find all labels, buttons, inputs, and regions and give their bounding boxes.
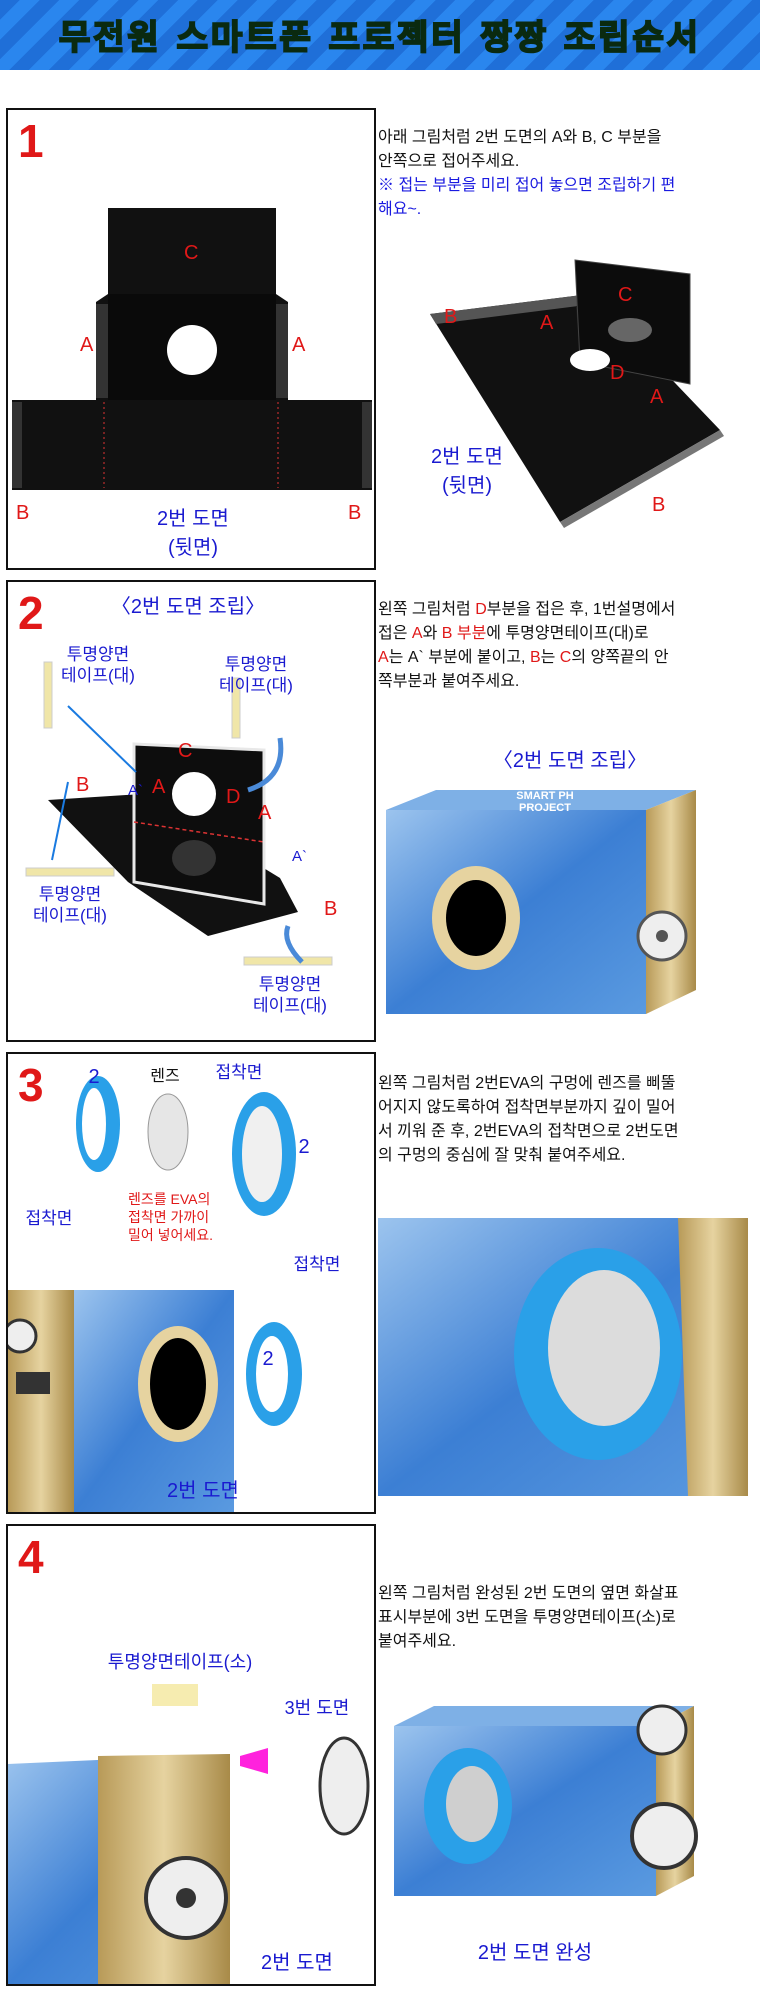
step3-red-note: 렌즈를 EVA의 접착면 가까이 밀어 넣어세요. [128,1191,214,1243]
step4-caption-right: 2번 도면 완성 [477,1942,593,1964]
step4-instructions: 왼쪽 그림처럼 완성된 2번 도면의 옆면 화살표 표시부분에 3번 도면을 투… [378,1585,679,1650]
step4-panel: 4 투명양면테이프(소) 3번 도면 2번 도면 [6,1524,376,1986]
step1-label-b-left: B [16,502,30,524]
step2-label-a-right: A [258,802,272,824]
step2-tape-label-top-left: 투명양면 테이프(대) [61,645,135,685]
step3-lens-diagram [8,1076,302,1512]
step1-caption-left: 2번 도면 (뒷면) [157,508,229,559]
step1-flat-diagram [12,208,372,490]
step2-box-caption: 〈2번 도면 조립〉 [492,750,648,772]
step2-label-d: D [226,786,241,808]
step1-folded-label-a2: A [650,386,664,408]
step1-folded-label-c: C [618,284,633,306]
step2-tape-label-top-right: 투명양면 테이프(대) [219,655,293,695]
step3-adhesive-label-top: 접착면 [215,1063,263,1082]
step4-sheet3-label: 3번 도면 [284,1698,350,1718]
step3-instructions: 왼쪽 그림처럼 2번EVA의 구멍에 렌즈를 삐뚤 어지지 않도록하여 접착면부… [378,1075,679,1164]
step2-box-print: SMART PH PROJECT [516,790,574,814]
step3-panel: 3 2 2 2 렌즈 접착면 접착면 접착면 렌즈를 EVA의 접착면 가까이 … [6,1052,376,1514]
step3-ring-number-bottom: 2 [262,1348,274,1370]
step3-adhesive-label-left: 접착면 [25,1209,73,1228]
page-title: 무전원 스마트폰 프로젝터 짱짱 조립순서 [58,17,702,59]
step1-instructions: 아래 그림처럼 2번 도면의 A와 B, C 부분을 안쪽으로 접어주세요. ※… [378,129,676,218]
step2-number: 2 [18,587,44,639]
step2-assembly-diagram [25,661,333,966]
step2-heading-left: 〈2번 도면 조립〉 [110,596,266,618]
step1-caption-right: 2번 도면 (뒷면) [431,446,503,497]
step3-lens-label: 렌즈 [150,1068,180,1085]
step2-panel: 2 〈2번 도면 조립〉 투명양면 테이프(대) 투명양면 테이프(대) 투명양… [6,580,376,1042]
step3-closeup-photo [378,1218,748,1496]
step2-label-a-left: A [152,776,166,798]
step1-folded-diagram [430,259,724,528]
step2-tape-label-bottom-left: 투명양면 테이프(대) [33,885,107,925]
step2-label-a-prime-right: A` [292,848,307,865]
step1-label-a-left: A [80,334,94,356]
step3-number: 3 [18,1059,44,1111]
step2-instructions: 왼쪽 그림처럼 D부분을 접은 후, 1번설명에서 접은 A와 B 부분에 투명… [378,601,676,690]
step2-tape-label-bottom-right: 투명양면 테이프(대) [253,975,327,1015]
step2-label-a-prime-left: A` [128,782,143,799]
step3-caption: 2번 도면 [167,1480,239,1502]
header-banner: 무전원 스마트폰 프로젝터 짱짱 조립순서 [0,0,760,70]
step4-number: 4 [18,1531,44,1583]
step1-label-c: C [184,242,199,264]
step4-caption-left: 2번 도면 [261,1952,333,1974]
step1-number: 1 [18,115,44,167]
step1-folded-label-b2: B [652,494,666,516]
step1-folded-label-a1: A [540,312,554,334]
step2-label-b-left: B [76,774,90,796]
step1-label-a-right: A [292,334,306,356]
step1-label-b-right: B [348,502,362,524]
step4-tape-label: 투명양면테이프(소) [107,1652,253,1672]
step1-folded-label-d: D [610,362,625,384]
step4-attach-diagram [8,1684,370,1984]
step2-box-illustration [386,790,696,1014]
step3-adhesive-label-mid: 접착면 [293,1255,341,1274]
step2-label-b-right: B [324,898,338,920]
step3-ring-number-left: 2 [88,1066,100,1088]
step1-folded-label-b1: B [444,306,458,328]
step4-finished-box [394,1704,698,1896]
step2-label-c: C [178,740,193,762]
step3-ring-number-right: 2 [298,1136,310,1158]
step1-panel: 1 C A A B B 2번 도면 (뒷면) [6,108,376,570]
